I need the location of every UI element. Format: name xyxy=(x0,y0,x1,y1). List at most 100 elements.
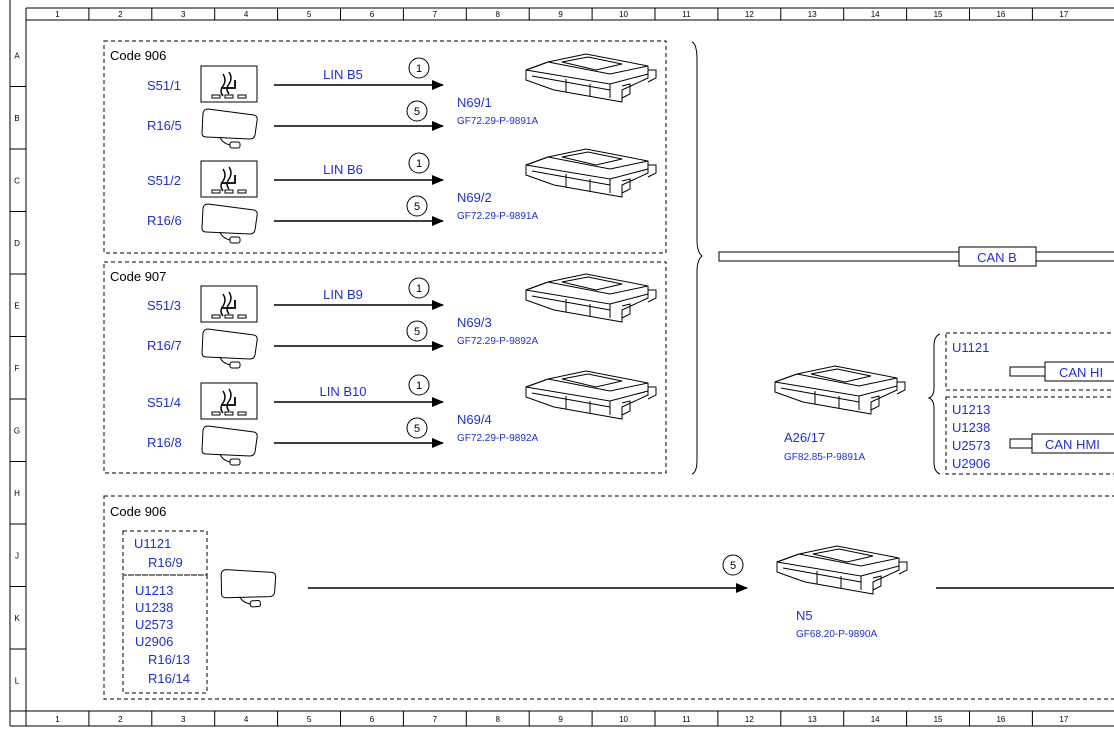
variant-a-code: U1121 xyxy=(952,340,989,355)
group-box-code906-top xyxy=(103,40,667,254)
variant-box-b xyxy=(945,396,1114,475)
bottom-box2-code: U1238 xyxy=(135,600,173,615)
column-number: 10 xyxy=(619,715,628,724)
group-brace xyxy=(691,41,703,475)
lin-label: LIN B10 xyxy=(320,384,367,399)
seat-heating-switch-icon xyxy=(200,285,258,323)
seat-heater-icon xyxy=(201,108,258,149)
drawing-frame xyxy=(9,0,1114,727)
can-b-label: CAN B xyxy=(977,250,1017,265)
row-letter: D xyxy=(14,239,20,248)
row-letter: B xyxy=(14,114,19,123)
column-number: 15 xyxy=(934,715,943,724)
variant-a-bus-label: CAN HI xyxy=(1059,365,1103,380)
module-label: N69/1 xyxy=(457,95,492,110)
row-letter: C xyxy=(14,176,20,185)
heater-label: R16/5 xyxy=(147,118,182,133)
bottom-num-circle xyxy=(722,554,744,576)
heat-num: 5 xyxy=(414,423,420,435)
heater-label: R16/7 xyxy=(147,338,182,353)
column-number: 6 xyxy=(370,10,375,19)
module-doc: GF72.29-P-9892A xyxy=(457,336,538,347)
bottom-variant-box-2 xyxy=(122,574,208,694)
column-number: 8 xyxy=(496,715,501,724)
seat-heating-switch-icon xyxy=(200,160,258,198)
variant-b-code: U2906 xyxy=(952,456,990,471)
switch-label: S51/4 xyxy=(147,395,181,410)
column-number: 10 xyxy=(619,10,628,19)
bottom-box2-part: R16/14 xyxy=(148,671,190,686)
bottom-box2-part: R16/13 xyxy=(148,652,190,667)
column-number: 2 xyxy=(118,715,123,724)
lin-label: LIN B9 xyxy=(323,287,363,302)
group-box-code906-bottom xyxy=(103,495,1114,700)
heat-num-circle xyxy=(406,195,428,217)
module-doc: GF72.29-P-9891A xyxy=(457,211,538,222)
seat-heater-icon xyxy=(201,328,258,369)
variant-b-code: U1238 xyxy=(952,420,990,435)
bus-num: 1 xyxy=(416,158,422,170)
bus-num: 1 xyxy=(416,283,422,295)
row-letter: A xyxy=(14,51,20,60)
switch-label: S51/3 xyxy=(147,298,181,313)
heat-num-circle xyxy=(406,100,428,122)
module-doc: GF72.29-P-9891A xyxy=(457,116,538,127)
module-label: N69/3 xyxy=(457,315,492,330)
seat-heater-icon xyxy=(201,203,258,244)
row-letter: J xyxy=(15,551,19,560)
heat-num-circle xyxy=(406,320,428,342)
row-letter: K xyxy=(14,614,20,623)
column-number: 17 xyxy=(1059,715,1068,724)
seat-heater-icon xyxy=(201,425,258,466)
bottom-heater-icon xyxy=(219,565,279,610)
group-label-code906-top: Code 906 xyxy=(110,48,166,63)
bottom-box2-code: U1213 xyxy=(135,583,173,598)
gateway-doc: GF82.85-P-9891A xyxy=(784,452,865,463)
row-letter: L xyxy=(15,676,20,685)
column-number: 5 xyxy=(307,715,312,724)
heat-num: 5 xyxy=(414,326,420,338)
column-number: 7 xyxy=(433,715,438,724)
control-module-icon xyxy=(525,148,657,198)
variant-b-bus: CAN HMI xyxy=(1009,433,1114,454)
heater-label: R16/8 xyxy=(147,435,182,450)
bus-num: 1 xyxy=(416,380,422,392)
can-b-bus: CAN B xyxy=(718,246,1114,267)
bus-num-circle xyxy=(408,57,430,79)
lin-label: LIN B6 xyxy=(323,162,363,177)
gateway-label: A26/17 xyxy=(784,430,825,445)
heat-num: 5 xyxy=(414,106,420,118)
column-number: 13 xyxy=(808,10,817,19)
heat-num-circle xyxy=(406,417,428,439)
column-number: 2 xyxy=(118,10,123,19)
bottom-box2-code: U2906 xyxy=(135,634,173,649)
module-label: N69/2 xyxy=(457,190,492,205)
column-number: 14 xyxy=(871,715,880,724)
variant-b-code: U2573 xyxy=(952,438,990,453)
variant-brace xyxy=(927,333,941,475)
bottom-num: 5 xyxy=(730,560,736,572)
control-module-icon xyxy=(525,273,657,323)
bottom-module: N5 GF68.20-P-9890A xyxy=(776,545,908,640)
control-module-icon xyxy=(525,53,657,103)
column-number: 12 xyxy=(745,715,754,724)
group-label-code907: Code 907 xyxy=(110,269,166,284)
column-number: 4 xyxy=(244,10,249,19)
row-letter: H xyxy=(14,489,20,498)
column-number: 1 xyxy=(55,715,60,724)
bottom-module-label: N5 xyxy=(796,608,813,623)
bottom-box1-part: R16/9 xyxy=(148,555,183,570)
bottom-box2-code: U2573 xyxy=(135,617,173,632)
bus-num-circle xyxy=(408,152,430,174)
bottom-module-doc: GF68.20-P-9890A xyxy=(796,629,877,640)
group-box-code907 xyxy=(103,261,667,474)
